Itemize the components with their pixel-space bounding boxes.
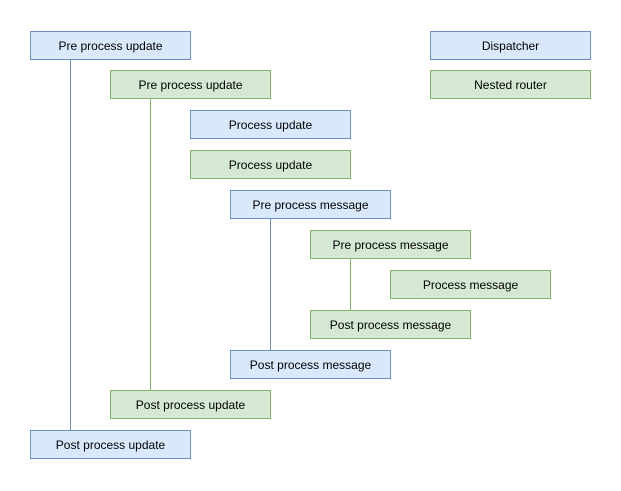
node-label: Post process message xyxy=(249,357,372,372)
lifeline-router-message xyxy=(350,259,351,310)
legend-nested-router-label: Nested router xyxy=(474,77,547,92)
node-label: Post process update xyxy=(135,397,246,412)
node-dispatcher-pre-process-update: Pre process update xyxy=(30,31,191,60)
node-label: Process message xyxy=(422,277,519,292)
node-router-pre-process-message: Pre process message xyxy=(310,230,471,259)
node-dispatcher-process-update: Process update xyxy=(190,110,351,139)
lifeline-dispatcher-message xyxy=(270,219,271,350)
node-label: Process update xyxy=(228,157,313,172)
node-router-pre-process-update: Pre process update xyxy=(110,70,271,99)
node-dispatcher-post-process-message: Post process message xyxy=(230,350,391,379)
node-router-process-update: Process update xyxy=(190,150,351,179)
node-dispatcher-pre-process-message: Pre process message xyxy=(230,190,391,219)
legend-dispatcher-label: Dispatcher xyxy=(481,38,540,53)
node-label: Post process update xyxy=(55,437,166,452)
legend-dispatcher: Dispatcher xyxy=(430,31,591,60)
node-dispatcher-post-process-update: Post process update xyxy=(30,430,191,459)
lifeline-router-update xyxy=(150,99,151,390)
node-label: Post process message xyxy=(329,317,452,332)
node-label: Process update xyxy=(228,117,313,132)
lifeline-dispatcher-update xyxy=(70,60,71,430)
node-label: Pre process update xyxy=(138,77,243,92)
node-router-process-message: Process message xyxy=(390,270,551,299)
node-label: Pre process message xyxy=(332,237,449,252)
node-label: Pre process update xyxy=(58,38,163,53)
legend-nested-router: Nested router xyxy=(430,70,591,99)
node-label: Pre process message xyxy=(252,197,369,212)
node-router-post-process-message: Post process message xyxy=(310,310,471,339)
node-router-post-process-update: Post process update xyxy=(110,390,271,419)
